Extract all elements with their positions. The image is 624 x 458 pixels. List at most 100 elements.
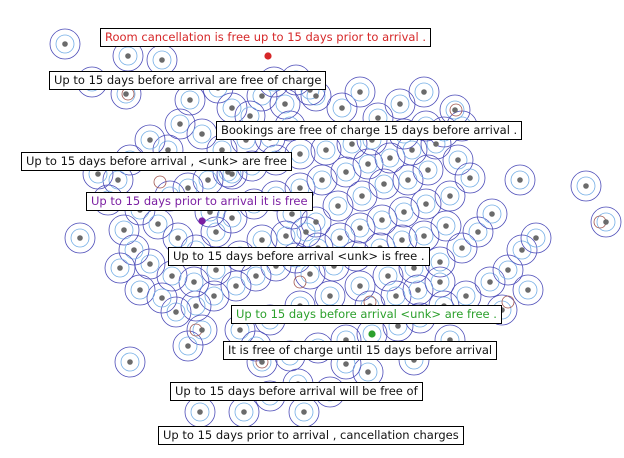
annotation-label: Room cancellation is free up to 15 days … [100,28,431,47]
data-point [247,113,253,119]
contour-ring [118,46,138,66]
contour-ring [596,212,616,232]
contour-ring [152,50,172,70]
annotation-label: Up to 15 days before arrival <unk> are f… [231,305,502,324]
contour-ring [294,402,314,422]
contour-ring [452,238,472,258]
contour-ring [512,274,544,306]
contour-ring [368,168,400,200]
contour-ring [462,216,494,248]
data-point [425,167,431,173]
contour-ring [124,274,156,306]
data-point [127,359,133,365]
data-point [259,93,265,99]
contour-peak [501,295,515,309]
contour-ring [424,266,456,298]
contour-ring [576,176,596,196]
data-point [259,359,265,365]
data-point [433,141,439,147]
contour-ring [178,336,198,356]
highlight-point-query [198,217,206,225]
data-point [95,171,101,177]
contour-ring [445,100,465,120]
data-point [603,219,609,225]
contour-ring [504,164,536,196]
data-point [175,235,181,241]
data-point [505,267,511,273]
contour-ring [510,170,530,190]
contour-ring [476,198,508,230]
contour-ring [346,180,378,212]
data-point [219,147,225,153]
annotation-label: It is free of charge until 15 days befor… [223,341,498,360]
data-point [415,287,421,293]
annotation-label: Up to 15 days before arrival <unk> is fr… [168,247,430,266]
data-point [357,225,363,231]
data-point [365,369,371,375]
contour-ring [146,282,178,314]
data-point [421,233,427,239]
contour-ring [114,346,146,378]
data-point [213,267,219,273]
contour-ring [434,180,466,212]
contour-ring [104,252,136,284]
data-point [409,147,415,153]
data-point [343,361,349,367]
contour-ring [366,204,398,236]
data-point [297,151,303,157]
data-point [229,105,235,111]
contour-ring [152,288,172,308]
data-point [211,293,217,299]
data-point [319,177,325,183]
contour-ring [296,222,316,242]
contour-ring [498,260,518,280]
contour-ring [440,186,460,206]
data-point [467,175,473,181]
data-point [199,327,205,333]
data-point [397,101,403,107]
data-point [313,93,319,99]
data-point [423,201,429,207]
contour-ring [430,272,450,292]
data-point [147,261,153,267]
data-point [282,101,288,107]
contour-ring [352,186,372,206]
data-point [459,245,465,251]
contour-ring [170,114,190,134]
data-point [185,343,191,349]
contour-ring [172,330,204,362]
contour-ring [468,222,488,242]
data-point [399,237,405,243]
contour-ring [164,108,196,140]
contour-ring [430,210,462,242]
data-point [159,295,165,301]
contour-ring [49,28,81,60]
data-point [259,237,265,243]
data-point [421,89,427,95]
data-point [229,215,235,221]
contour-ring [276,226,296,246]
contour-peak [153,175,167,189]
contour-ring [408,76,440,108]
data-point [452,107,458,113]
data-point [385,273,391,279]
contour-ring [55,34,75,54]
data-point [205,177,211,183]
contour-ring [160,296,192,328]
contour-ring [518,280,538,300]
data-point [121,227,127,233]
data-point [177,121,183,127]
contour-ring [306,164,338,196]
data-point [437,259,443,265]
contour-ring [184,272,204,292]
contour-ring [388,196,420,228]
contour-ring [414,226,434,246]
data-point [155,221,161,227]
data-point [447,193,453,199]
data-point [241,409,247,415]
contour-ring [410,188,442,220]
data-point [387,155,393,161]
contour-ring [512,240,532,260]
data-point [337,235,343,241]
data-point [187,97,193,103]
